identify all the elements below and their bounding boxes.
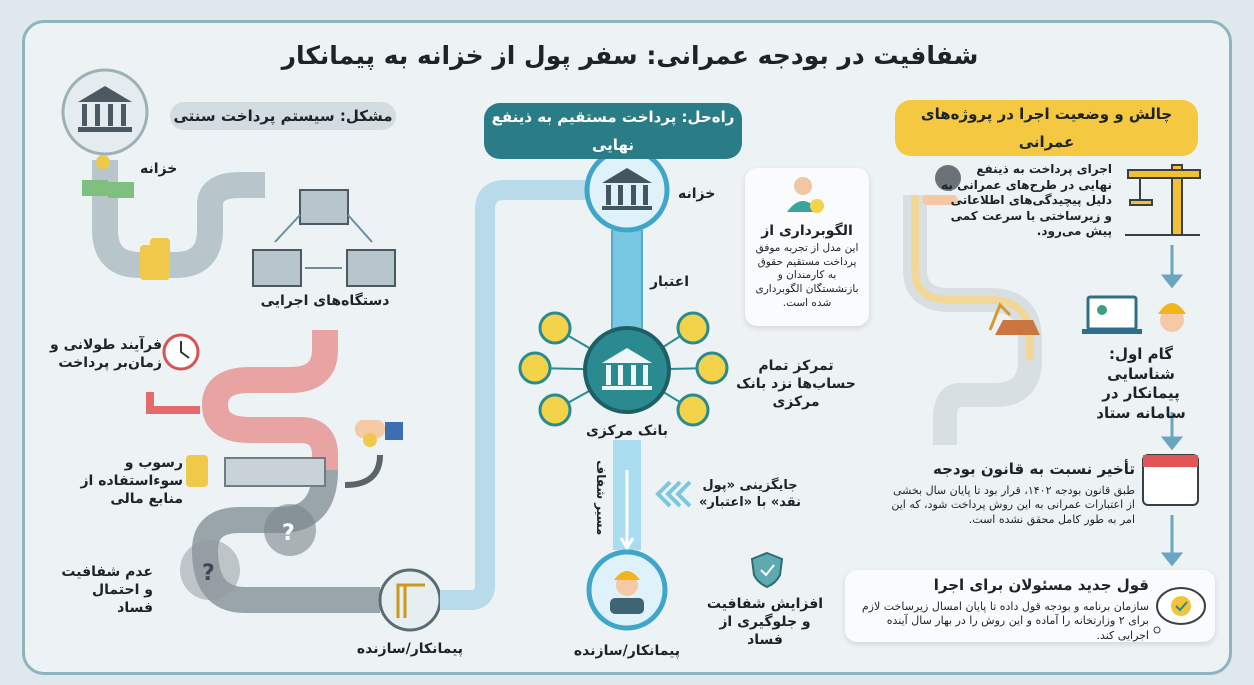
bribe-hand-icon [355, 420, 403, 447]
treasury-label: خزانه [140, 161, 178, 177]
excavator-icon [988, 302, 1012, 331]
chevrons-icon [655, 480, 692, 508]
delay-body: طبق قانون بودجه ۱۴۰۲، قرار بود تا پایان … [891, 484, 1135, 526]
flow-arrow [274, 214, 373, 269]
gear-icon [935, 165, 961, 191]
employee-icon [787, 177, 824, 213]
calendar-icon [1142, 454, 1199, 506]
solution-header: راه‌حل: پرداخت مستقیم به ذینفع نهایی [484, 103, 742, 159]
cloud-check-icon [1153, 587, 1206, 634]
coin-stack-icon [140, 238, 170, 280]
sediment-pipe [224, 457, 326, 487]
step1-text: گام اول: شناسایی پیمانکار در سامانه ستاد [1096, 345, 1186, 422]
worker-icon [1158, 303, 1186, 332]
model-card-title: الگوبرداری از [761, 223, 853, 239]
coin-stack-icon [186, 455, 208, 487]
credit-pipe [613, 230, 641, 330]
smoke-cloud [264, 504, 316, 556]
treasury-bulb [61, 68, 149, 156]
bank-icon [602, 348, 652, 390]
opacity-issue-label: عدم شفافیت و احتمال فساد [61, 564, 153, 617]
question-mark-icon: ? [202, 561, 215, 586]
transparency-label: افزایش شفافیت و جلوگیری از فساد [706, 596, 824, 649]
promise-card: قول جدید مسئولان برای اجرا سازمان برنامه… [845, 570, 1215, 642]
contractor-label: پیمانکار/سازنده [356, 641, 464, 657]
traditional-pipe-red [201, 330, 338, 470]
central-bank-label: بانک مرکزی [585, 423, 669, 439]
delay-title: تأخیر نسبت به قانون بودجه [933, 460, 1135, 478]
red-arrow-icon [146, 392, 200, 414]
model-card-body: این مدل از تجربه موفق پرداخت مستقیم حقوق… [755, 242, 859, 309]
cash-icon [82, 180, 108, 196]
traditional-pipe-top [92, 160, 265, 278]
down-arrow-icon [619, 470, 635, 551]
treasury-label: خزانه [678, 186, 716, 202]
treasury-circle [584, 147, 670, 233]
status-text: اجرای پرداخت به ذینفع نهایی در طرح‌های ع… [941, 162, 1112, 239]
problem-header: مشکل: سیستم پرداخت سنتی [170, 102, 396, 130]
promise-title: قول جدید مسئولان برای اجرا [933, 576, 1149, 594]
centralization-label: تمرکز تمام حساب‌ها نزد بانک مرکزی [736, 358, 856, 411]
sediment-issue-label: رسوب و سوءاستفاده از منابع مالی [80, 455, 184, 508]
contractor-circle [378, 568, 442, 632]
bank-icon [602, 168, 652, 210]
central-bank-circle [583, 326, 671, 414]
cash-icon [108, 182, 134, 198]
laptop-profile-icon [1082, 295, 1142, 334]
coin-icon [96, 155, 110, 169]
worker-icon [610, 571, 644, 614]
model-card: الگوبرداری از این مدل از تجربه موفق پردا… [745, 168, 869, 326]
gray-arrow-icon [344, 454, 383, 488]
challenge-header: چالش و وضعیت اجرا در پروژه‌های عمرانی [895, 100, 1198, 156]
agencies-label: دستگاه‌های اجرایی [260, 293, 390, 309]
hand-icon [922, 195, 958, 205]
transparent-path-label: مسیر شفاف [593, 460, 608, 536]
credit-label: اعتبار [650, 274, 690, 290]
crane-icon [1125, 164, 1201, 236]
clean-pipe [440, 180, 590, 610]
delay-issue-label: فرآیند طولانی و زمان‌بر پرداخت [50, 337, 162, 372]
promise-body: سازمان برنامه و بودجه قول داده تا پایان … [861, 600, 1149, 642]
replacement-label: جایگزینی «پول نقد» با «اعتبار» [698, 478, 802, 510]
agency-building-icon [252, 189, 396, 287]
down-arrow-icon [1160, 245, 1184, 567]
shield-icon [750, 551, 784, 589]
smoke-cloud [180, 540, 240, 600]
contractor-label: پیمانکار/سازنده [573, 643, 681, 659]
crane-icon [396, 583, 425, 618]
question-mark-icon: ? [282, 521, 295, 546]
page-title: شفافیت در بودجه عمرانی: سفر پول از خزانه… [281, 41, 979, 70]
commercial-bank-icon [518, 311, 729, 427]
bank-icon [78, 86, 132, 132]
